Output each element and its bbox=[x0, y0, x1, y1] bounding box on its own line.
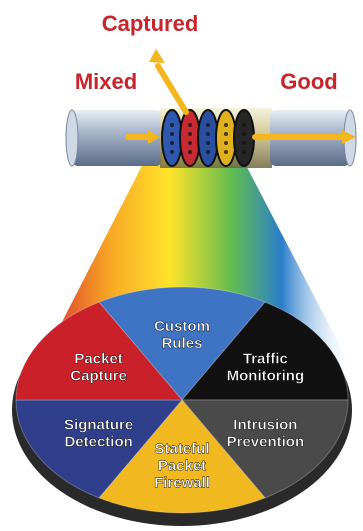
captured-arrowhead bbox=[149, 49, 165, 63]
pie-label-line: Rules bbox=[162, 335, 203, 352]
label-captured: Captured bbox=[102, 11, 199, 36]
mixed-arrowhead bbox=[148, 130, 160, 144]
pie-segment-intrusion-prevention bbox=[180, 399, 349, 499]
pie-label-line: Custom bbox=[154, 318, 210, 335]
captured-arrow bbox=[155, 63, 189, 115]
pie-label-line: Detection bbox=[64, 433, 132, 450]
pie-label-line: Packet bbox=[74, 351, 122, 368]
pie-label-line: Packet bbox=[158, 458, 206, 475]
pie-segment-stateful-packet-firewall bbox=[98, 399, 266, 514]
function-pie bbox=[15, 286, 349, 514]
pie-segment-packet-capture bbox=[15, 301, 184, 401]
label-good: Good bbox=[280, 69, 337, 94]
filter-discs bbox=[161, 109, 255, 167]
pie-label-line: Prevention bbox=[227, 433, 305, 450]
pie-label-line: Intrusion bbox=[233, 416, 297, 433]
pie-segment-traffic-monitoring bbox=[180, 301, 349, 401]
pie-label-line: Signature bbox=[64, 416, 133, 433]
pie-segment-custom-rules bbox=[98, 286, 266, 401]
flow-arrows bbox=[125, 49, 356, 144]
filter-disc-dark bbox=[233, 109, 255, 167]
pie-label-line: Firewall bbox=[154, 475, 210, 492]
pie-label-line: Capture bbox=[70, 368, 127, 385]
label-mixed: Mixed bbox=[75, 69, 137, 94]
good-arrowhead bbox=[342, 130, 356, 144]
pie-label-line: Monitoring bbox=[227, 368, 304, 385]
pie-label-line: Traffic bbox=[243, 351, 288, 368]
pie-label-line: Stateful bbox=[154, 441, 209, 458]
pie-segment-signature-detection bbox=[15, 399, 184, 499]
